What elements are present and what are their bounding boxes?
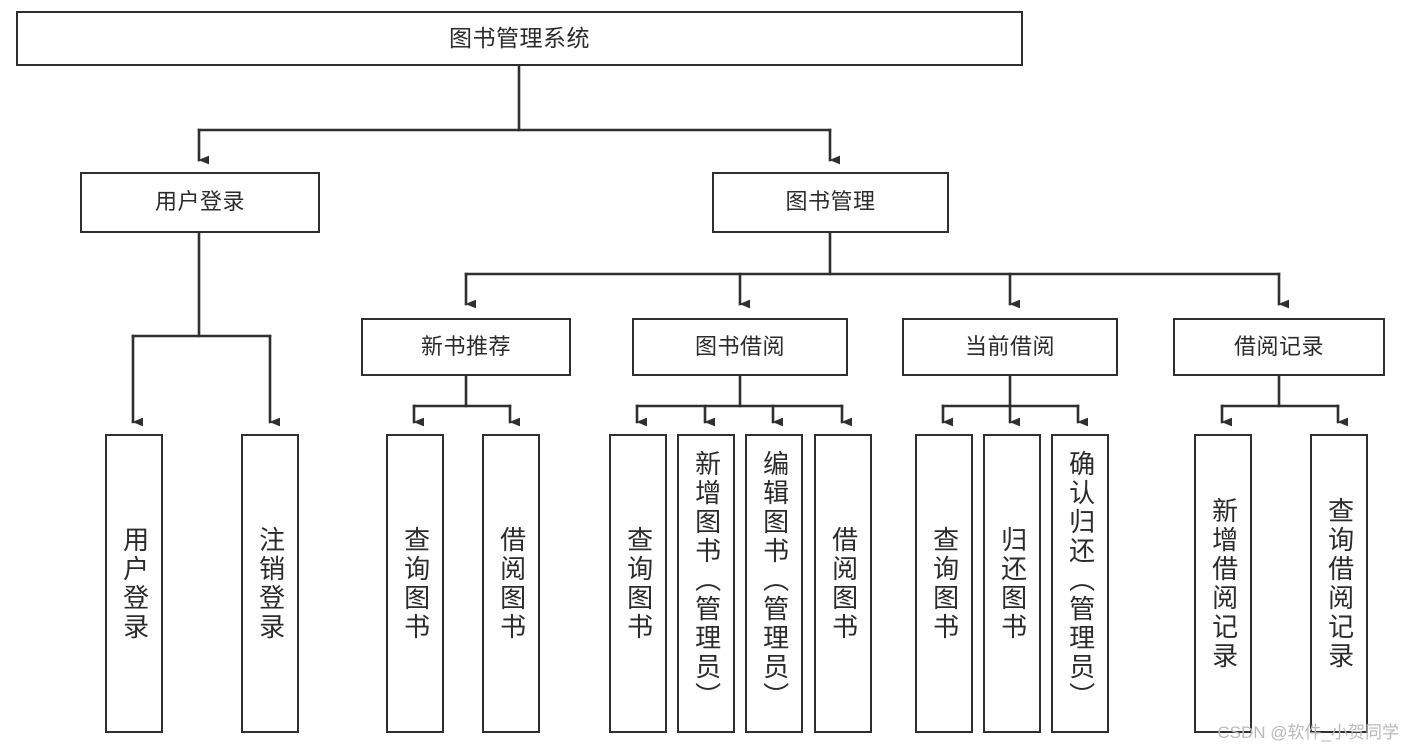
node-label: 编辑图书（管理员） <box>759 450 790 711</box>
leaf-record-add-record[interactable]: 新增借阅记录 <box>1194 434 1252 733</box>
node-label: 借阅图书 <box>828 525 859 642</box>
node-label: 图书借阅 <box>694 333 785 359</box>
node-label: 借阅图书 <box>496 525 527 642</box>
node-label: 查询图书 <box>929 525 960 642</box>
node-user-login[interactable]: 用户登录 <box>80 172 320 233</box>
leaf-user-login-login[interactable]: 用户登录 <box>105 434 163 733</box>
leaf-borrow-edit-book-admin[interactable]: 编辑图书（管理员） <box>745 434 803 733</box>
node-label: 借阅记录 <box>1233 333 1324 359</box>
leaf-borrow-add-book-admin[interactable]: 新增图书（管理员） <box>677 434 735 733</box>
leaf-current-return-book[interactable]: 归还图书 <box>983 434 1041 733</box>
node-label: 当前借阅 <box>964 333 1055 359</box>
node-label: 用户登录 <box>119 525 150 642</box>
node-label: 查询借阅记录 <box>1324 496 1355 671</box>
csdn-watermark: CSDN @软件_小贺同学 <box>1217 723 1399 742</box>
node-label: 用户登录 <box>154 189 245 215</box>
leaf-recommend-borrow-book[interactable]: 借阅图书 <box>482 434 540 733</box>
node-label: 注销登录 <box>255 525 286 642</box>
leaf-recommend-query-book[interactable]: 查询图书 <box>386 434 444 733</box>
node-label: 确认归还（管理员） <box>1065 450 1096 711</box>
node-label: 查询图书 <box>400 525 431 642</box>
node-new-book-recommend[interactable]: 新书推荐 <box>361 318 571 376</box>
leaf-record-query-record[interactable]: 查询借阅记录 <box>1310 434 1368 733</box>
node-label: 新增图书（管理员） <box>691 450 722 711</box>
leaf-current-confirm-return-admin[interactable]: 确认归还（管理员） <box>1051 434 1109 733</box>
node-label: 新书推荐 <box>420 333 511 359</box>
node-book-management[interactable]: 图书管理 <box>712 172 949 233</box>
node-borrow-record[interactable]: 借阅记录 <box>1173 318 1385 376</box>
node-label: 归还图书 <box>997 525 1028 642</box>
node-label: 新增借阅记录 <box>1208 496 1239 671</box>
node-book-borrow[interactable]: 图书借阅 <box>632 318 848 376</box>
leaf-borrow-borrow-book[interactable]: 借阅图书 <box>814 434 872 733</box>
leaf-user-login-logout[interactable]: 注销登录 <box>241 434 299 733</box>
node-label: 图书管理系统 <box>449 24 590 51</box>
node-current-borrow[interactable]: 当前借阅 <box>902 318 1118 376</box>
node-label: 查询图书 <box>623 525 654 642</box>
leaf-current-query-book[interactable]: 查询图书 <box>915 434 973 733</box>
node-label: 图书管理 <box>785 189 876 215</box>
node-root-system[interactable]: 图书管理系统 <box>16 11 1023 66</box>
leaf-borrow-query-book[interactable]: 查询图书 <box>609 434 667 733</box>
